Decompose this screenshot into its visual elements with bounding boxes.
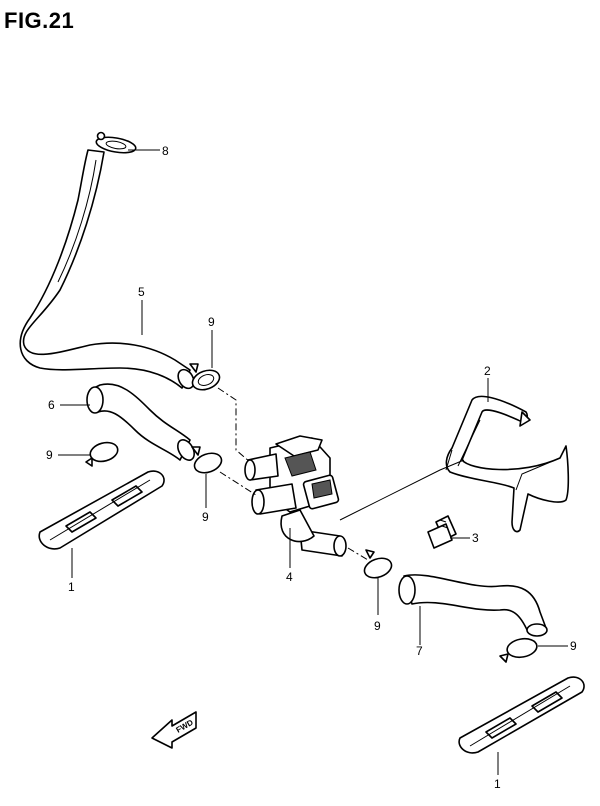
gasket-8[interactable] bbox=[95, 131, 137, 156]
connection-line-upper bbox=[217, 387, 251, 463]
callout-3: 3 bbox=[472, 531, 479, 545]
bracket-2[interactable] bbox=[339, 395, 570, 533]
bolt-3[interactable] bbox=[427, 515, 457, 549]
clamp-9-lower-right[interactable] bbox=[499, 637, 538, 663]
callout-9-right: 9 bbox=[374, 619, 381, 633]
callout-1-left: 1 bbox=[68, 580, 75, 594]
clamp-9-mid[interactable] bbox=[191, 446, 224, 476]
callout-9-upper: 9 bbox=[208, 315, 215, 329]
callout-4: 4 bbox=[286, 570, 293, 584]
callout-1-right: 1 bbox=[494, 777, 501, 791]
callout-2: 2 bbox=[484, 364, 491, 378]
connection-line-left bbox=[219, 471, 257, 496]
callout-7: 7 bbox=[416, 644, 423, 658]
clamp-9-upper[interactable] bbox=[189, 363, 222, 393]
clamp-9-left[interactable] bbox=[85, 440, 120, 467]
callout-9-lower-right: 9 bbox=[570, 639, 577, 653]
valve-4[interactable] bbox=[244, 435, 347, 557]
mount-1-right[interactable] bbox=[458, 676, 585, 754]
callout-9-left: 9 bbox=[46, 448, 53, 462]
callout-5: 5 bbox=[138, 285, 145, 299]
figure-title: FIG.21 bbox=[4, 8, 75, 33]
clamp-9-right[interactable] bbox=[362, 549, 394, 581]
callout-6: 6 bbox=[48, 398, 55, 412]
hose-7[interactable] bbox=[398, 574, 548, 637]
mount-1-left[interactable] bbox=[38, 470, 165, 550]
connection-line-right bbox=[347, 547, 369, 561]
callout-9-mid: 9 bbox=[202, 510, 209, 524]
fwd-arrow-icon: FWD bbox=[151, 711, 197, 749]
hose-5[interactable] bbox=[19, 149, 197, 391]
callouts: 8 5 9 6 9 9 1 4 2 3 9 7 9 1 bbox=[46, 144, 577, 791]
callout-8: 8 bbox=[162, 144, 169, 158]
hose-6[interactable] bbox=[86, 383, 198, 463]
